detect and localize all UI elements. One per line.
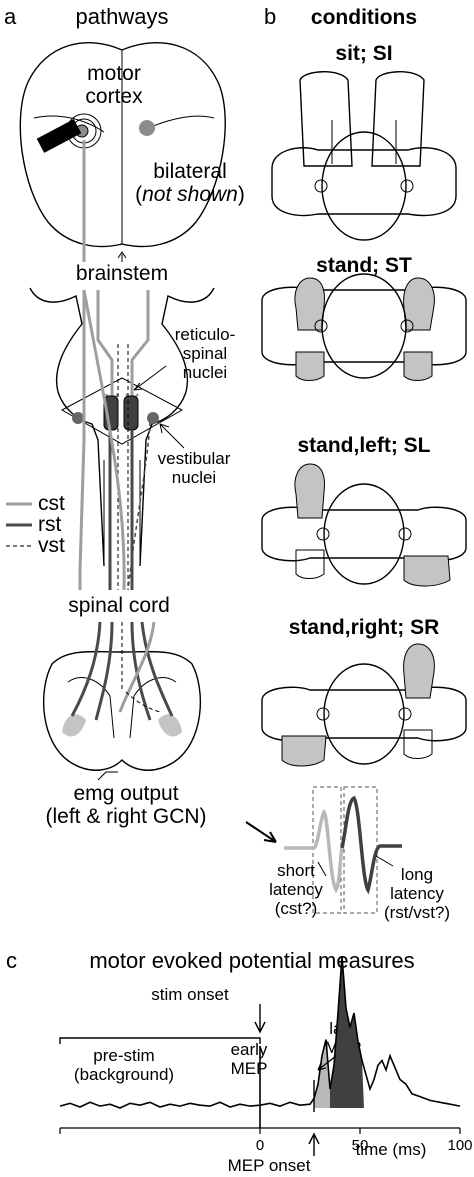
- reticulospinal-label-2: spinal: [183, 344, 227, 363]
- mep-chart: 0 50 100: [59, 955, 473, 1156]
- early-mep-label-1: early: [231, 1040, 268, 1059]
- vestibular-pointer: [159, 423, 185, 449]
- motor-cortex-label-1: motor: [87, 62, 141, 85]
- mep-onset-label: MEP onset: [228, 1156, 311, 1175]
- early-mep-label-2: MEP: [231, 1059, 268, 1078]
- late-mep-pointer: [317, 1055, 337, 1071]
- long-latency-label-1: long: [401, 865, 433, 884]
- condition-label-stand-right: stand,right; SR: [289, 616, 440, 639]
- pre-stim-label-1: pre-stim: [93, 1046, 154, 1065]
- brainstem-label: brainstem: [76, 262, 168, 285]
- mep-onset-arrow-head: [308, 1132, 320, 1145]
- long-latency-label-3: (rst/vst?): [384, 903, 450, 922]
- long-latency-pointer: [375, 855, 394, 867]
- x-axis-label: time (ms): [356, 1140, 427, 1159]
- figure-stand-left: [261, 463, 467, 587]
- x-tick-label-50: 50: [352, 1137, 369, 1154]
- panel-c-letter: c: [6, 948, 17, 973]
- pre-stim-label-2: (background): [74, 1065, 174, 1084]
- pre-stim-bracket: [59, 1037, 261, 1044]
- pathway-legend: cst rst vst: [6, 492, 65, 557]
- brain-top-view: [19, 42, 226, 262]
- emg-output-connector: [97, 771, 118, 781]
- x-tick-label-100: 100: [447, 1137, 472, 1154]
- x-tick-label-0: 0: [256, 1137, 264, 1154]
- emg-trace: [284, 786, 402, 914]
- condition-label-sit: sit; SI: [335, 42, 392, 65]
- emg-output-label-1: emg output: [73, 782, 178, 805]
- figure-sit: [271, 71, 457, 241]
- brainstem-diagram: [29, 287, 215, 591]
- vestibular-label-1: vestibular: [158, 449, 231, 468]
- panel-b-letter: b: [264, 4, 276, 29]
- legend-label-rst: rst: [38, 513, 61, 536]
- bilateral-label: bilateral: [153, 160, 227, 183]
- vestibular-label-2: nuclei: [172, 468, 216, 487]
- short-latency-pointer: [317, 861, 327, 877]
- figure-stand-right: [261, 643, 467, 767]
- stim-onset-label: stim onset: [151, 985, 229, 1004]
- condition-label-stand: stand; ST: [316, 254, 412, 277]
- reticulospinal-label-1: reticulo-: [175, 325, 235, 344]
- not-shown-label: (not shown): [135, 183, 245, 206]
- panel-a-title: pathways: [76, 4, 169, 29]
- emg-output-label-2: (left & right GCN): [45, 805, 206, 828]
- emg-output-arrow: [245, 821, 277, 843]
- stim-onset-arrow-head: [254, 1021, 266, 1034]
- spinal-cord-label: spinal cord: [68, 594, 170, 617]
- tms-coil-icon: [36, 119, 82, 153]
- legend-label-vst: vst: [38, 534, 65, 557]
- long-latency-label-2: latency: [390, 884, 444, 903]
- motor-cortex-label-2: cortex: [85, 85, 143, 108]
- reticulospinal-label-3: nuclei: [183, 363, 227, 382]
- spinal-cord-section: [42, 621, 202, 771]
- short-latency-label-3: (cst?): [275, 899, 318, 918]
- reticulospinal-pointer: [133, 365, 167, 391]
- figure-stand: [261, 273, 467, 381]
- short-latency-label-1: short: [277, 861, 315, 880]
- late-mep-region: [330, 956, 364, 1108]
- early-mep-region: [314, 1039, 330, 1108]
- legend-label-cst: cst: [38, 492, 65, 515]
- panel-a-letter: a: [4, 4, 17, 29]
- panel-b-title: conditions: [311, 6, 417, 29]
- panel-c-title: motor evoked potential measures: [89, 948, 414, 973]
- short-latency-label-2: latency: [269, 880, 323, 899]
- mep-trace-line: [59, 955, 461, 1109]
- right-motor-cortex-dot: [139, 120, 155, 136]
- condition-label-stand-left: stand,left; SL: [297, 434, 430, 457]
